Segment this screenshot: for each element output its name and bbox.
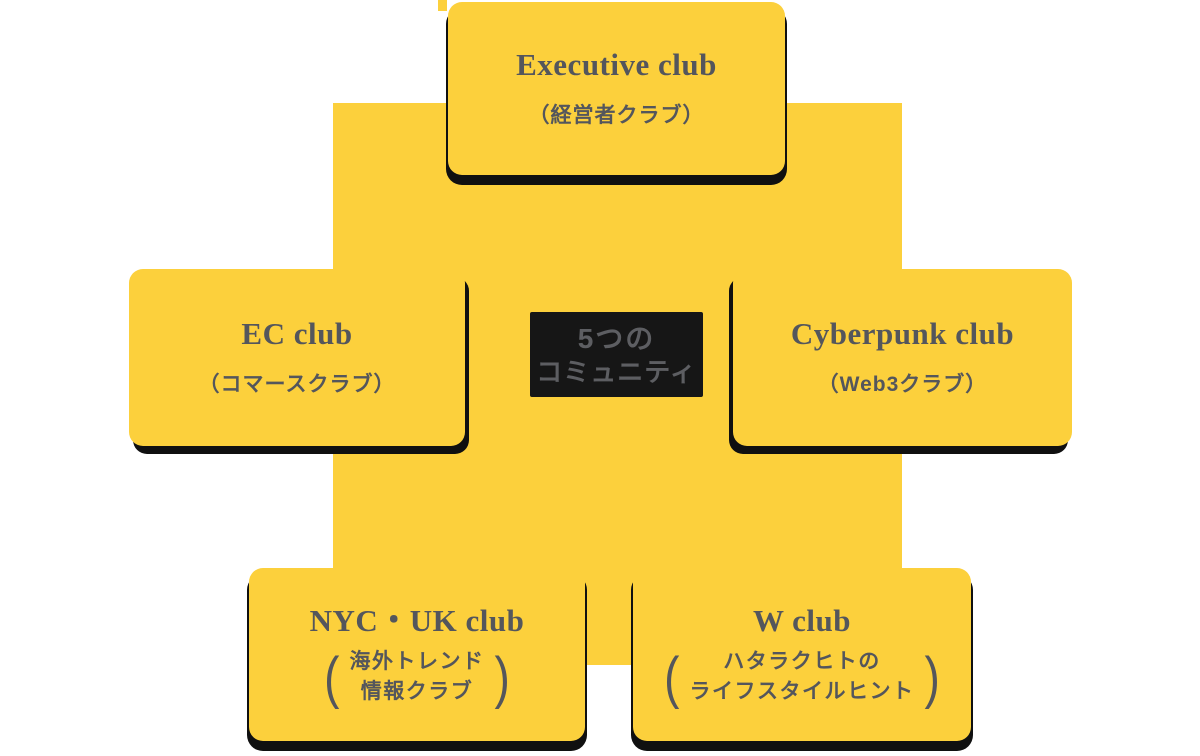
club-subtitle-executive: （経営者クラブ） — [528, 103, 705, 127]
club-title-cyberpunk: Cyberpunk club — [790, 316, 1015, 352]
center-label-box: 5つの コミュニティ — [530, 312, 703, 397]
club-title-ec: EC club — [241, 316, 353, 352]
club-subtitle-ec: （コマースクラブ） — [198, 372, 396, 396]
club-box-ec: EC club （コマースクラブ） — [129, 269, 465, 446]
club-box-nyc-uk: NYC・UK club ( 海外トレンド 情報クラブ ) — [249, 568, 585, 741]
close-paren: ) — [494, 644, 510, 710]
close-paren: ) — [924, 644, 940, 710]
club-subtitle-nyc-uk-line1: 海外トレンド — [349, 650, 485, 674]
club-title-nyc-uk: NYC・UK club — [309, 603, 525, 639]
club-subtitle-nyc-uk: ( 海外トレンド 情報クラブ ) — [314, 644, 520, 710]
center-label-line2: コミュニティ — [536, 356, 697, 387]
club-subtitle-w-line1: ハタラクヒトの — [723, 650, 881, 674]
club-box-cyberpunk: Cyberpunk club （Web3クラブ） — [733, 269, 1072, 446]
club-title-w: W club — [752, 603, 852, 639]
open-paren: ( — [324, 644, 340, 710]
club-subtitle-cyberpunk: （Web3クラブ） — [817, 372, 988, 396]
club-subtitle-nyc-uk-line2: 情報クラブ — [360, 679, 474, 703]
club-subtitle-w-line2: ライフスタイルヒント — [689, 679, 915, 703]
club-box-executive: Executive club （経営者クラブ） — [448, 2, 785, 175]
background-sliver — [438, 0, 447, 11]
center-label-line1: 5つの — [577, 322, 656, 354]
club-subtitle-w: ( ハタラクヒトの ライフスタイルヒント ) — [654, 644, 950, 710]
club-title-executive: Executive club — [516, 47, 717, 83]
club-box-w: W club ( ハタラクヒトの ライフスタイルヒント ) — [633, 568, 971, 741]
open-paren: ( — [664, 644, 680, 710]
